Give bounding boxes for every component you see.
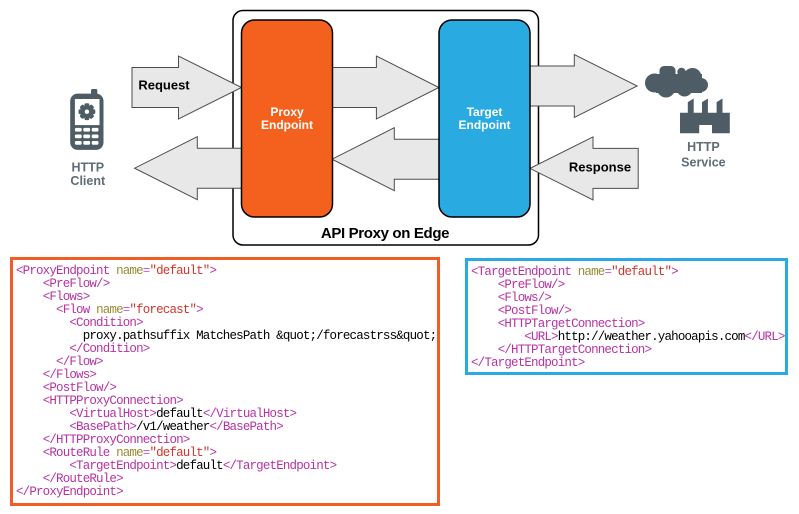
svg-text:Response: Response <box>569 160 631 175</box>
svg-text:Proxy: Proxy <box>270 105 304 119</box>
svg-text:API Proxy on Edge: API Proxy on Edge <box>321 225 449 242</box>
svg-text:Client: Client <box>70 174 106 188</box>
svg-text:Request: Request <box>138 78 190 93</box>
svg-text:HTTP: HTTP <box>71 161 104 175</box>
svg-text:Target: Target <box>467 105 503 119</box>
svg-text:Service: Service <box>681 156 726 170</box>
svg-text:Endpoint: Endpoint <box>261 118 313 132</box>
svg-text:HTTP: HTTP <box>687 140 720 154</box>
svg-text:Endpoint: Endpoint <box>459 118 511 132</box>
